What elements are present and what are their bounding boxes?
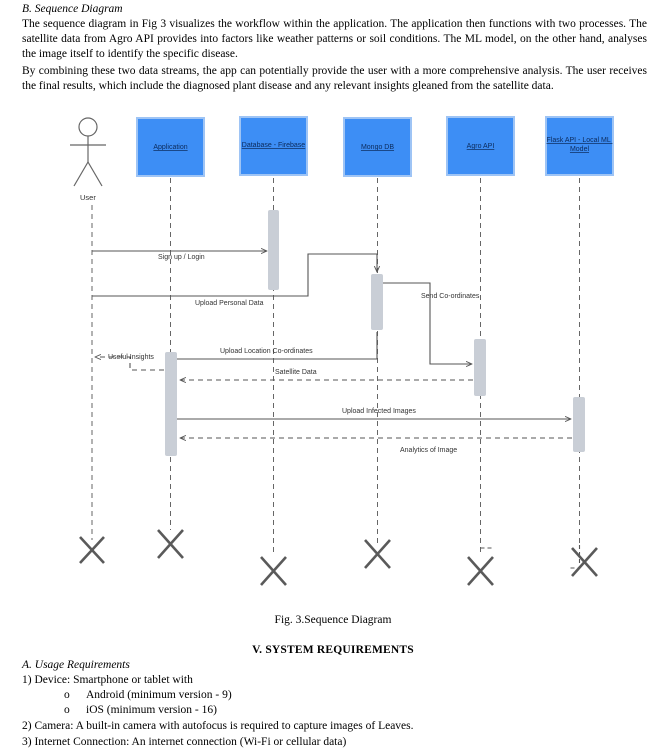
section-heading-system-requirements: V. SYSTEM REQUIREMENTS: [252, 644, 414, 656]
participant-agro-api: Agro API: [446, 116, 515, 176]
bullet-marker: o: [64, 689, 70, 701]
participant-label: Flask API - Local ML Model: [547, 137, 613, 153]
user-actor-label: User: [80, 193, 96, 202]
paragraph-2: By combining these two data streams, the…: [22, 65, 647, 92]
destroy-x-icon: [571, 547, 598, 577]
participant-mongo-db: Mongo DB: [343, 117, 412, 177]
usage-requirements-heading: A. Usage Requirements: [22, 659, 130, 671]
participant-label: Agro API: [467, 143, 495, 150]
destroy-marks: [79, 529, 598, 586]
destroy-x-icon: [157, 529, 184, 559]
msg-label-satellite-data: Satellite Data: [275, 369, 317, 376]
msg-label-upload-location: Upload Location Co-ordinates: [220, 348, 313, 355]
figure-caption: Fig. 3.Sequence Diagram: [274, 614, 392, 626]
participant-label: Mongo DB: [361, 144, 394, 151]
requirement-camera: 2) Camera: A built-in camera with autofo…: [22, 720, 414, 732]
destroy-x-icon: [79, 536, 105, 564]
msg-arrow-useful-insights: [95, 357, 164, 371]
activation-bars: [165, 210, 585, 456]
participant-database-firebase: Database - Firebase: [239, 116, 308, 176]
msg-label-upload-personal: Upload Personal Data: [195, 300, 264, 307]
participant-flask-api: Flask API - Local ML Model: [545, 116, 614, 176]
participant-label: Application: [153, 144, 187, 151]
requirement-android: Android (minimum version - 9): [86, 689, 232, 701]
msg-arrow-send-coords: [383, 282, 472, 364]
msg-label-analytics: Analytics of Image: [400, 447, 457, 454]
destroy-x-icon: [364, 539, 391, 569]
requirement-ios: iOS (minimum version - 16): [86, 704, 217, 716]
requirement-device: 1) Device: Smartphone or tablet with: [22, 674, 193, 686]
msg-label-signup: Sign up / Login: [158, 254, 205, 261]
msg-label-useful-insights: Useful Insights: [108, 354, 154, 361]
msg-label-send-coords: Send Co-ordinates: [421, 293, 480, 300]
destroy-x-icon: [467, 556, 494, 586]
msg-arrow-upload-location: [177, 332, 378, 360]
participant-label: Database - Firebase: [242, 142, 306, 149]
paragraph-1: The sequence diagram in Fig 3 visualizes…: [22, 18, 647, 60]
msg-label-upload-images: Upload Infected Images: [342, 408, 416, 415]
requirement-internet: 3) Internet Connection: An internet conn…: [22, 736, 347, 748]
section-title: B. Sequence Diagram: [22, 3, 123, 15]
sequence-diagram: User Application Database - Firebase Mon…: [70, 116, 614, 586]
participant-application: Application: [136, 117, 205, 177]
msg-arrow-upload-personal: [92, 253, 377, 297]
user-actor-icon: [70, 117, 106, 187]
bullet-marker: o: [64, 704, 70, 716]
destroy-x-icon: [260, 556, 287, 586]
